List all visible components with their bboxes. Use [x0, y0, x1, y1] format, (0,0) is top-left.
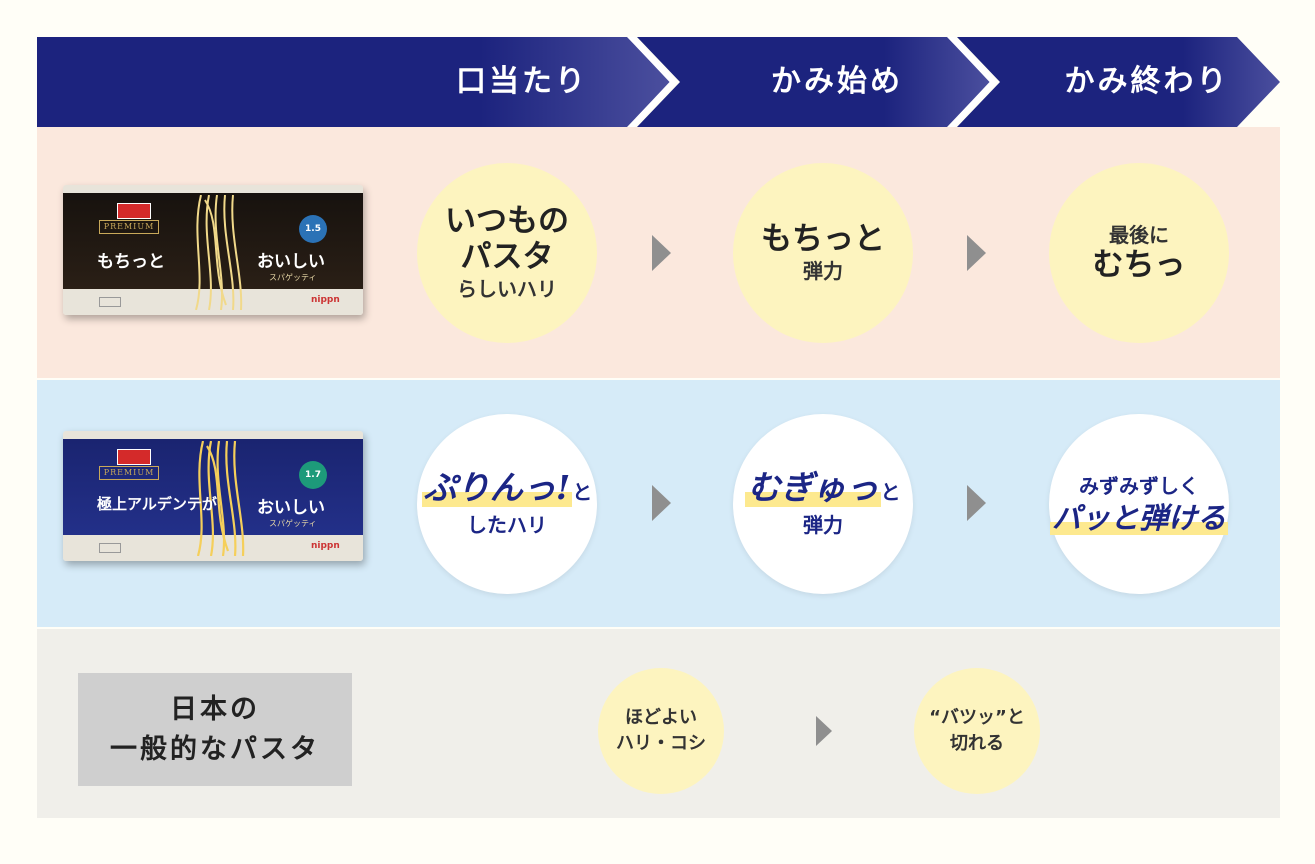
brand-name: nippn	[311, 295, 340, 305]
brand-logo	[117, 203, 151, 219]
cell-sub: 弾力	[803, 513, 843, 538]
stage-header: 口当たり かみ始め かみ終わり	[37, 37, 1280, 127]
package-stamp	[99, 543, 121, 553]
row-mochitto: PREMIUM 1.5 もちっと おいしい スパゲッティ nippn いつもの …	[37, 127, 1280, 378]
arrow-right-icon	[652, 485, 671, 521]
cell-main: パッと弾ける	[1049, 501, 1228, 536]
cell-main: むぎゅっ	[745, 467, 881, 507]
premium-label: PREMIUM	[99, 466, 159, 480]
cell-line: “バツッ”と	[929, 706, 1025, 728]
stage-label-end-bite: かみ終わり	[1064, 64, 1230, 99]
pasta-image	[195, 195, 243, 310]
cell-line: ハリ・コシ	[616, 733, 706, 754]
cell-suffix: と	[880, 479, 901, 504]
arrow-right-icon	[652, 235, 671, 271]
package-copy-left: もちっと	[97, 252, 165, 272]
cell-line: いつもの	[445, 203, 569, 240]
general-pasta-label: 日本の 一般的なパスタ	[78, 673, 352, 786]
pasta-image	[196, 441, 245, 556]
cell-main: むちっ	[1092, 247, 1186, 284]
cell-general-first-bite: ほどよい ハリ・コシ	[598, 668, 724, 794]
cell-mochitto-first-bite: もちっと 弾力	[733, 163, 913, 343]
cell-al-dente-mouthfeel: ぷりんっ!と したハリ	[417, 414, 597, 594]
cell-line: ほどよい	[625, 706, 697, 728]
weight-badge: 1.5	[299, 215, 327, 243]
stage-label-first-bite: かみ始め	[771, 64, 903, 99]
package-copy-left: 極上アルデンテが	[97, 495, 217, 513]
stage-chevrons	[37, 37, 1280, 127]
cell-mochitto-end-bite: 最後に むちっ	[1049, 163, 1229, 343]
cell-mochitto-mouthfeel: いつもの パスタ らしいハリ	[417, 163, 597, 343]
label-line: 日本の	[170, 694, 260, 726]
cell-sub: 弾力	[803, 258, 843, 283]
brand-name: nippn	[311, 541, 340, 551]
cell-line: らしいハリ	[457, 276, 557, 301]
package-copy-right: おいしい	[257, 498, 325, 518]
cell-al-dente-end-bite: みずみずしく パッと弾ける	[1049, 414, 1229, 594]
weight-badge: 1.7	[299, 461, 327, 489]
cell-main-line: パッと弾ける	[1049, 501, 1228, 536]
cell-line: 切れる	[950, 733, 1004, 754]
cell-main-line: むぎゅっと	[745, 467, 901, 507]
cell-main: もちっと	[761, 221, 885, 258]
arrow-right-icon	[967, 485, 986, 521]
package-stamp	[99, 297, 121, 307]
label-line: 一般的なパスタ	[110, 733, 320, 765]
package-subtitle: スパゲッティ	[269, 273, 317, 282]
cell-main-line: ぷりんっ!と	[421, 467, 593, 507]
arrow-right-icon	[816, 716, 832, 746]
row-al-dente: PREMIUM 1.7 極上アルデンテが おいしい スパゲッティ nippn ぷ…	[37, 380, 1280, 627]
package-copy-right: おいしい	[257, 252, 325, 272]
cell-main: ぷりんっ!	[421, 467, 573, 507]
brand-logo	[117, 449, 151, 465]
product-package-mochitto: PREMIUM 1.5 もちっと おいしい スパゲッティ nippn	[63, 185, 363, 315]
package-subtitle: スパゲッティ	[269, 519, 317, 528]
cell-small: みずみずしく	[1079, 474, 1199, 499]
arrow-right-icon	[967, 235, 986, 271]
cell-al-dente-first-bite: むぎゅっと 弾力	[733, 414, 913, 594]
stage-label-mouthfeel: 口当たり	[456, 64, 588, 99]
product-package-al-dente: PREMIUM 1.7 極上アルデンテが おいしい スパゲッティ nippn	[63, 431, 363, 561]
cell-line: パスタ	[460, 239, 554, 275]
cell-general-end-bite: “バツッ”と 切れる	[914, 668, 1040, 794]
cell-small: 最後に	[1109, 223, 1169, 248]
premium-label: PREMIUM	[99, 220, 159, 234]
cell-sub: したハリ	[467, 513, 547, 538]
cell-suffix: と	[572, 479, 593, 504]
